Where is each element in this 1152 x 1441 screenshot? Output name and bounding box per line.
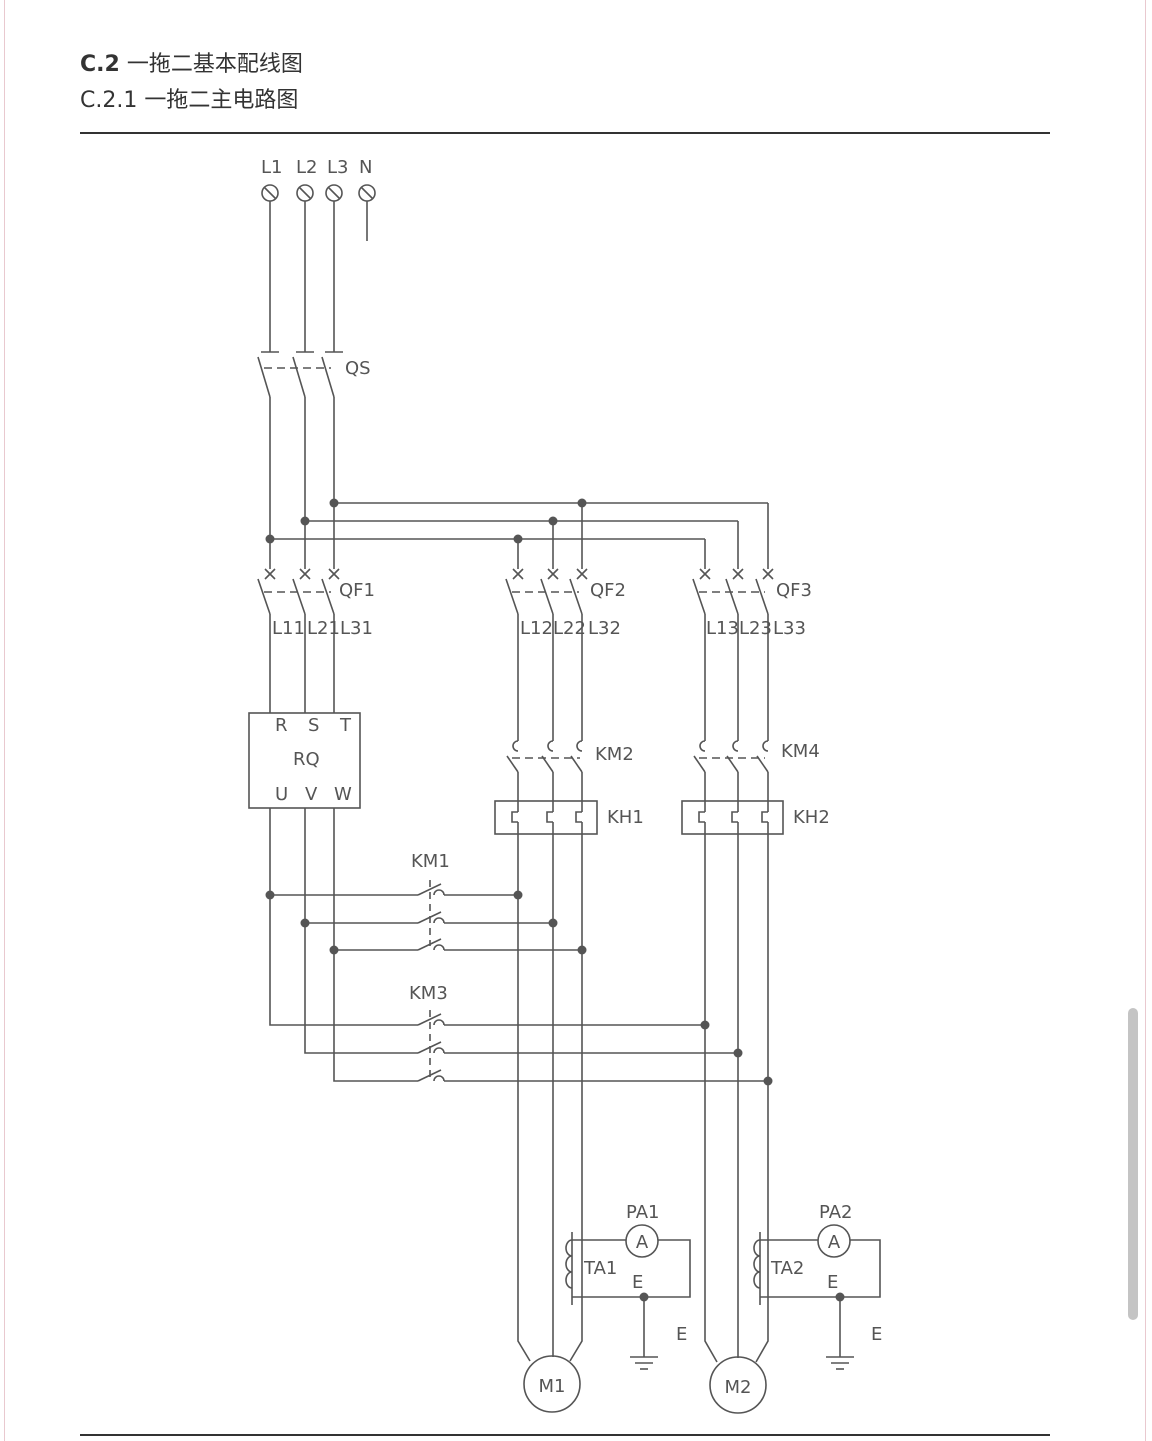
pa2-symbol: A <box>828 1232 841 1253</box>
terminal-l2 <box>296 184 314 202</box>
label-l12: L12 <box>520 618 553 639</box>
section-title: C.2 一拖二基本配线图 <box>80 46 303 78</box>
contactor-km4: KM4 <box>693 740 820 773</box>
distribution-buses <box>270 502 769 569</box>
pa1-symbol: A <box>636 1232 649 1253</box>
earth-label-1: E <box>676 1324 687 1345</box>
m2-label: M2 <box>725 1377 752 1398</box>
current-transformer-ta2: TA2 <box>753 1232 881 1305</box>
bottom-rule <box>80 1434 1050 1436</box>
terminal-label-l2: L2 <box>296 157 317 178</box>
ammeter-pa2: PA2 A <box>817 1202 852 1258</box>
label-l11: L11 <box>272 618 305 639</box>
branch-motor1-wires <box>517 614 583 1362</box>
supply-terminals: L1 L2 L3 N <box>261 157 376 241</box>
breaker-qf1: QF1 <box>257 568 375 615</box>
label-l31: L31 <box>340 618 373 639</box>
breaker-qf2: QF2 <box>505 568 626 615</box>
terminal-label-l3: L3 <box>327 157 348 178</box>
soft-starter-rq: R S T RQ U V W <box>248 712 361 809</box>
subsection-title: C.2.1 一拖二主电路图 <box>80 88 299 113</box>
feed-wires <box>269 201 335 352</box>
main-switch-qs: QS <box>257 351 371 398</box>
label-l13: L13 <box>706 618 739 639</box>
ta2-earth-label: E <box>827 1272 838 1293</box>
thermal-relay-kh1: KH1 <box>494 800 644 835</box>
motor2-junction-dots <box>700 1020 773 1086</box>
rq-terminal-r: R <box>275 715 288 736</box>
breaker-qf3: QF3 <box>692 568 812 615</box>
breaker-output-labels: L11 L21 L31 L12 L22 L32 L13 L23 L33 <box>272 618 806 639</box>
km2-label: KM2 <box>595 744 634 765</box>
contactor-km1: KM1 <box>411 851 582 951</box>
label-l32: L32 <box>588 618 621 639</box>
main-bus-risers <box>269 397 335 569</box>
motor1-junction-dots <box>513 890 587 955</box>
km1-label: KM1 <box>411 851 450 872</box>
wires-qf1-to-rq <box>269 614 335 713</box>
terminal-l3 <box>325 184 343 202</box>
label-l22: L22 <box>553 618 586 639</box>
contactor-km2: KM2 <box>506 740 634 773</box>
rq-terminal-u: U <box>275 784 288 805</box>
rq-junction-dots <box>265 890 339 955</box>
terminal-label-n: N <box>359 157 372 178</box>
km4-label: KM4 <box>781 741 820 762</box>
terminal-l1 <box>261 184 279 202</box>
ta1-earth-label: E <box>632 1272 643 1293</box>
rq-terminal-t: T <box>339 715 352 736</box>
rq-terminal-w: W <box>334 784 352 805</box>
pa2-label: PA2 <box>819 1202 852 1223</box>
earth-ta2: E E <box>826 1272 882 1370</box>
label-l21: L21 <box>307 618 340 639</box>
page-edge-right <box>1145 0 1146 1441</box>
rq-output-wires <box>269 808 418 1082</box>
qf3-label: QF3 <box>776 580 812 601</box>
thermal-relay-kh2: KH2 <box>681 800 830 835</box>
label-l23: L23 <box>739 618 772 639</box>
qs-label: QS <box>345 358 371 379</box>
rq-label: RQ <box>293 749 320 770</box>
qf1-label: QF1 <box>339 580 375 601</box>
branch-motor2-wires <box>704 614 769 1363</box>
ammeter-pa1: PA1 A <box>625 1202 659 1258</box>
section-number: C.2 <box>80 52 120 77</box>
rq-terminal-s: S <box>308 715 319 736</box>
current-transformer-ta1: TA1 <box>565 1232 691 1305</box>
rq-terminal-v: V <box>305 784 318 805</box>
terminal-label-l1: L1 <box>261 157 282 178</box>
kh2-label: KH2 <box>793 807 830 828</box>
scrollbar-thumb[interactable] <box>1128 1008 1138 1320</box>
pa1-label: PA1 <box>626 1202 659 1223</box>
top-rule <box>80 132 1050 134</box>
m1-label: M1 <box>539 1376 566 1397</box>
label-l33: L33 <box>773 618 806 639</box>
ta1-label: TA1 <box>583 1258 617 1279</box>
earth-label-2: E <box>871 1324 882 1345</box>
qf2-label: QF2 <box>590 580 626 601</box>
motor-m1: M1 <box>523 1355 581 1413</box>
bus-junction-dots <box>265 498 587 544</box>
km3-label: KM3 <box>409 983 448 1004</box>
terminal-n <box>358 184 376 202</box>
section-title-text: 一拖二基本配线图 <box>126 52 303 77</box>
contactor-km3: KM3 <box>409 983 768 1082</box>
kh1-label: KH1 <box>607 807 644 828</box>
page-edge-left <box>4 0 5 1441</box>
earth-ta1: E E <box>630 1272 687 1370</box>
ta2-label: TA2 <box>770 1258 804 1279</box>
motor-m2: M2 <box>709 1356 767 1414</box>
